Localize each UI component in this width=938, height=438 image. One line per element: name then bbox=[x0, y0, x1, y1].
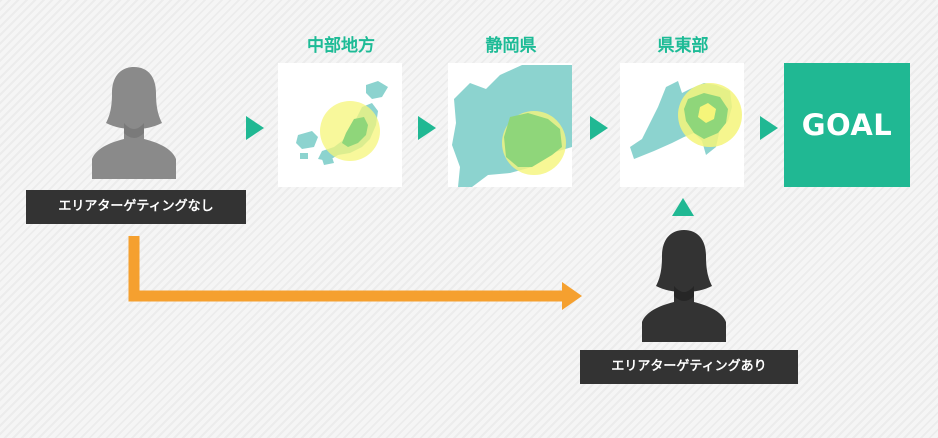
arrow-right-icon-1 bbox=[246, 116, 264, 140]
arrow-right-icon-4 bbox=[760, 116, 778, 140]
stage-title-shizuoka: 静岡県 bbox=[485, 36, 537, 56]
map-icon-japan bbox=[296, 81, 388, 165]
goal-box: GOAL bbox=[784, 63, 910, 187]
stage-title-kentobu: 県東部 bbox=[657, 36, 709, 56]
person-icon-gray bbox=[92, 67, 176, 179]
map-card-shizuoka bbox=[448, 63, 572, 187]
label-with-targeting: エリアターゲティングあり bbox=[580, 350, 798, 384]
map-card-chubu bbox=[278, 63, 402, 187]
person-icon-dark bbox=[642, 230, 726, 342]
map-icon-kentobu bbox=[630, 81, 742, 159]
stage-title-chubu: 中部地方 bbox=[307, 36, 375, 56]
arrow-right-icon-2 bbox=[418, 116, 436, 140]
arrow-up-icon bbox=[672, 198, 694, 216]
map-icon-shizuoka bbox=[452, 65, 572, 187]
map-card-kentobu bbox=[620, 63, 744, 187]
arrow-right-icon-3 bbox=[590, 116, 608, 140]
label-no-targeting: エリアターゲティングなし bbox=[26, 190, 246, 224]
bypass-flow-arrow bbox=[128, 236, 582, 310]
